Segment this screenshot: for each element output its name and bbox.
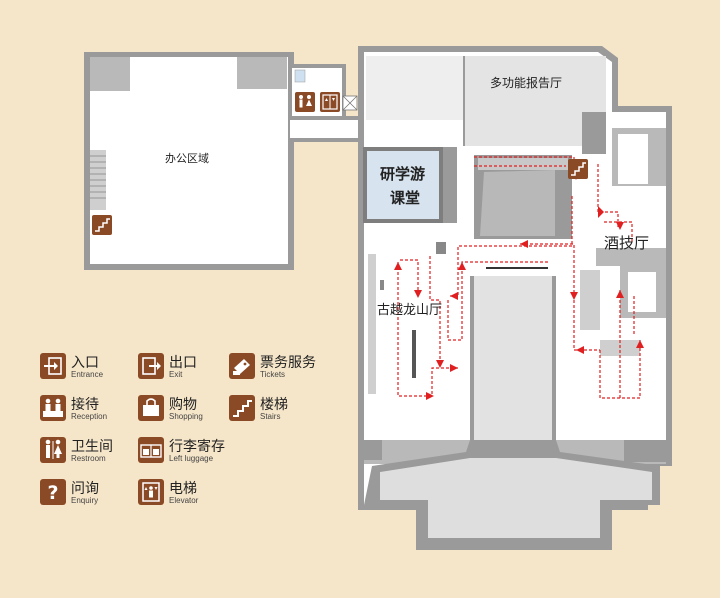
- room-wine-craft-hall: 酒技厅: [604, 234, 650, 252]
- restroom-map-icon: [295, 92, 315, 112]
- legend-label-en: Exit: [169, 370, 183, 379]
- legend-label-zh: 接待: [71, 397, 99, 413]
- legend-label-en: Elevator: [169, 496, 199, 505]
- legend-label-zh: 楼梯: [260, 397, 288, 413]
- legend-label-en: Restroom: [71, 454, 106, 463]
- legend-label-zh: 行李寄存: [169, 439, 225, 455]
- legend-label-zh: 出口: [169, 355, 197, 371]
- elevator-icon: [138, 479, 164, 505]
- main-building: [358, 46, 672, 550]
- exit-icon: [138, 353, 164, 379]
- room-office: 办公区域: [165, 152, 209, 165]
- reception-icon: [40, 395, 66, 421]
- tickets-icon: [229, 353, 255, 379]
- legend-label-zh: 入口: [71, 355, 99, 371]
- legend-label-en: Shopping: [169, 412, 203, 421]
- room-study-classroom-line1: 研学游: [380, 165, 426, 183]
- elevator-map-icon: [320, 92, 340, 112]
- legend-label-en: Enquiry: [71, 496, 99, 505]
- restroom-icon: [40, 437, 66, 463]
- legend-label-en: Reception: [71, 412, 108, 421]
- stairs-map-icon: [92, 215, 112, 235]
- legend-label-en: Left luggage: [169, 454, 214, 463]
- legend-label-zh: 购物: [169, 397, 197, 413]
- enquiry-icon: ?: [40, 479, 66, 505]
- legend-label-zh: 问询: [71, 481, 99, 497]
- stairs-map-icon: [568, 159, 588, 179]
- shopping-icon: [138, 395, 164, 421]
- room-longshan-hall: 古越龙山厅: [377, 303, 443, 318]
- office-building: [84, 52, 358, 270]
- stairs-icon: [229, 395, 255, 421]
- bridge-corridor: [288, 116, 366, 142]
- legend-label-zh: 电梯: [169, 481, 197, 497]
- room-study-classroom-line2: 课堂: [390, 189, 421, 207]
- entrance-icon: [40, 353, 66, 379]
- legend-label-en: Stairs: [260, 412, 281, 421]
- svg-text:?: ?: [47, 482, 58, 504]
- legend-label-en: Entrance: [71, 370, 104, 379]
- legend-label-zh: 票务服务: [260, 355, 316, 371]
- luggage-icon: [138, 437, 164, 463]
- legend-label-en: Tickets: [260, 370, 286, 379]
- legend-label-zh: 卫生间: [71, 439, 113, 455]
- room-multi-function-hall: 多功能报告厅: [490, 76, 563, 90]
